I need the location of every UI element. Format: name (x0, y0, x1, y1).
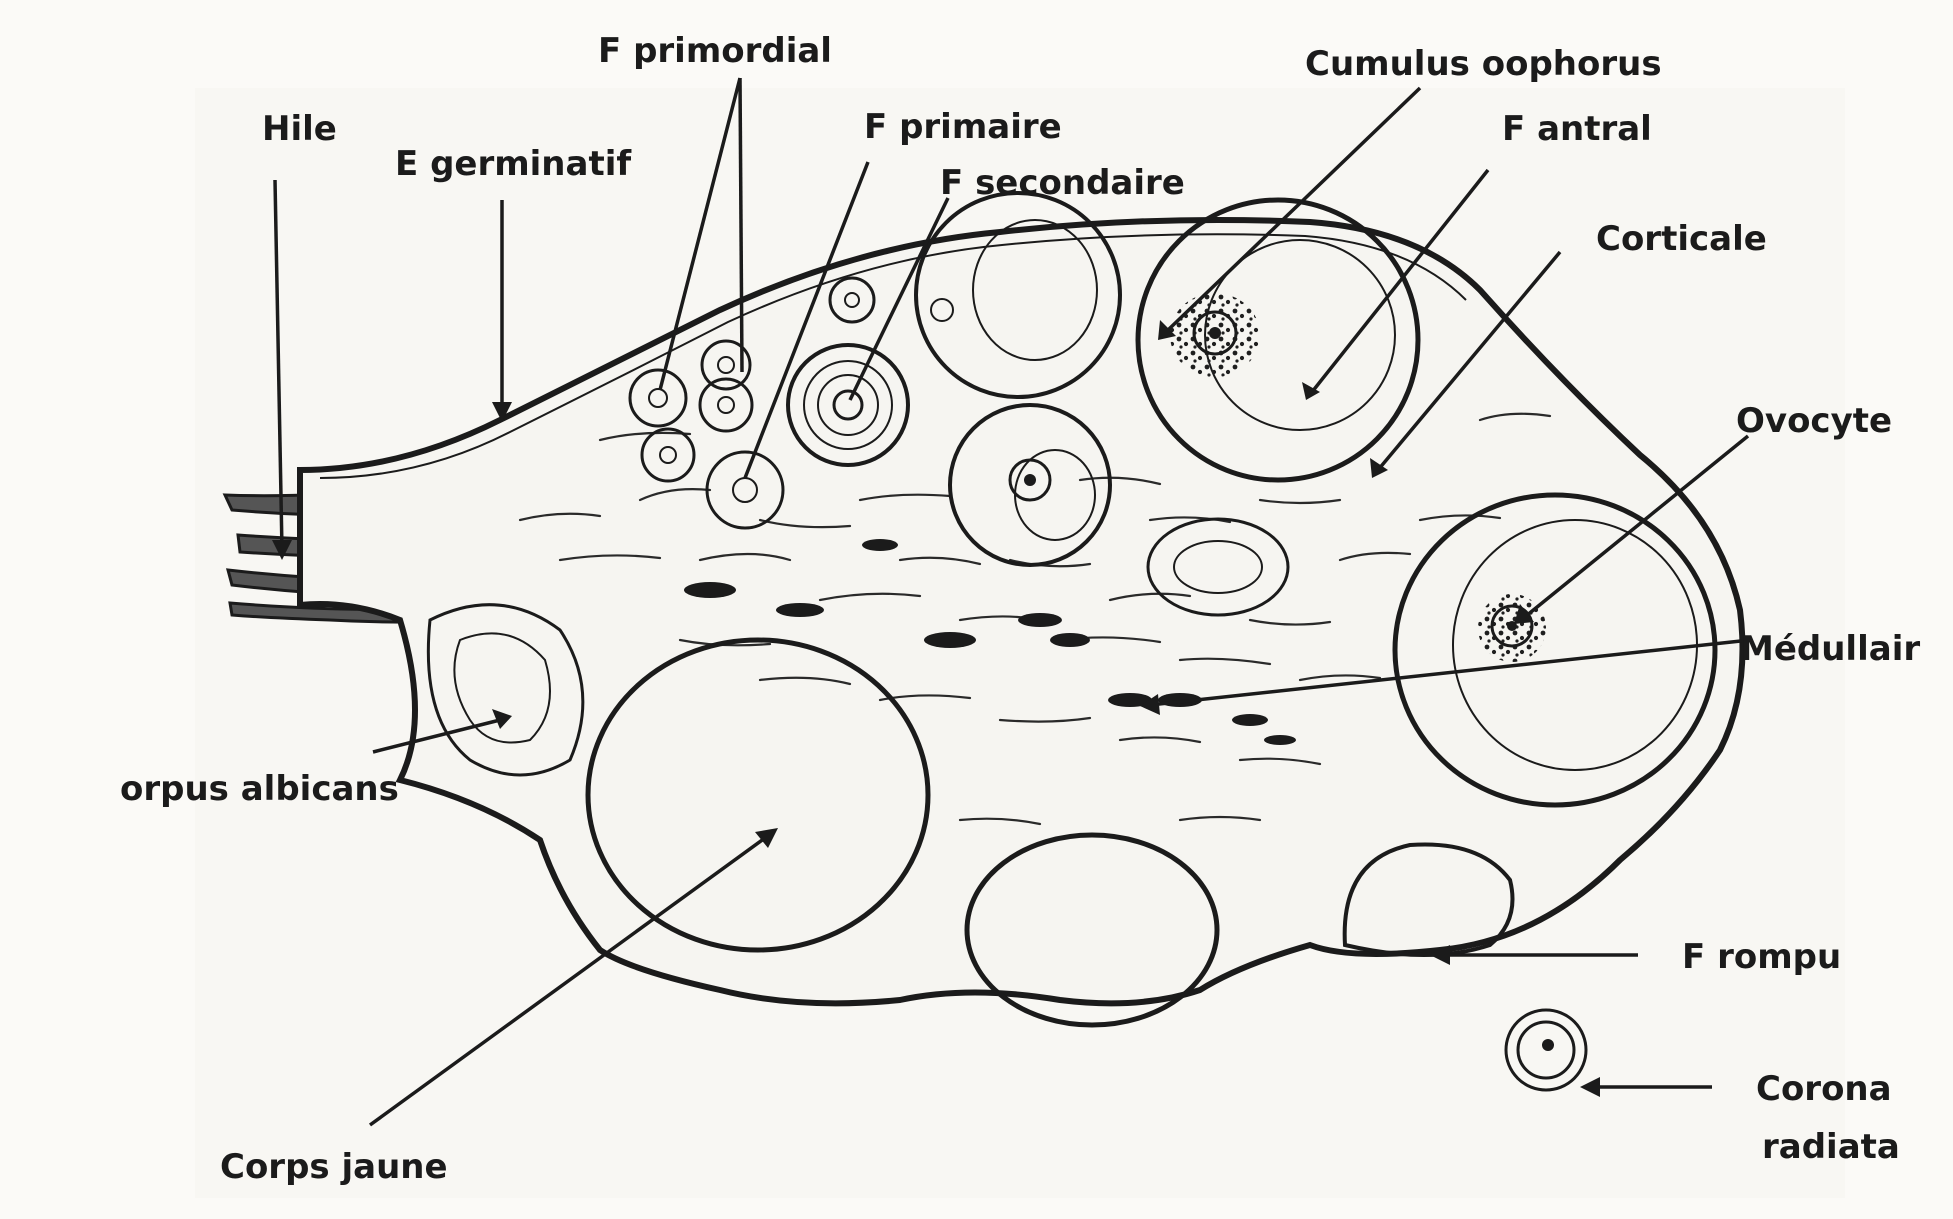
label-corps-jaune: Corps jaune (220, 1147, 448, 1187)
leader-f-secondaire (848, 197, 950, 401)
label-e-germinatif: E germinatif (395, 144, 632, 184)
growing-follicle (948, 403, 1112, 567)
leader-f-primordial-b (738, 77, 744, 373)
leader-f-primaire (743, 161, 870, 479)
leader-ovocyte (1524, 434, 1750, 618)
label-corpus-albicans: orpus albicans (120, 769, 399, 809)
label-cumulus-oophorus: Cumulus oophorus (1305, 44, 1662, 84)
label-ovocyte: Ovocyte (1736, 401, 1892, 441)
early-antral-follicle (914, 191, 1122, 399)
corpus-luteum (585, 637, 931, 953)
leader-lines (272, 77, 1751, 1127)
leader-medullaire (1149, 638, 1751, 707)
label-f-primordial: F primordial (598, 31, 832, 71)
corona-radiata (1504, 1008, 1588, 1092)
label-f-secondaire: F secondaire (940, 163, 1185, 203)
leader-corps-jaune (368, 836, 767, 1127)
label-f-rompu: F rompu (1682, 937, 1841, 977)
leader-corticale (1376, 250, 1562, 472)
leader-f-primordial-a (658, 77, 742, 391)
primordial-follicles (628, 276, 876, 483)
bottom-corpus (964, 832, 1220, 1028)
label-corona-radiata-1: Corona (1756, 1069, 1892, 1109)
leader-hile (273, 179, 284, 551)
germinal-epithelium-line (319, 233, 1467, 479)
atretic-follicle (1146, 517, 1290, 617)
label-corona-radiata-2: radiata (1762, 1127, 1900, 1167)
leader-cumulus (1166, 86, 1422, 332)
graafian-follicle (1392, 492, 1718, 808)
label-f-primaire: F primaire (864, 107, 1062, 147)
labels: Hile E germinatif F primordial F primair… (120, 31, 1920, 1187)
antral-follicle (1135, 197, 1421, 483)
corpus-albicans (426, 603, 585, 777)
ovary-outline (297, 216, 1746, 1007)
label-corticale: Corticale (1596, 219, 1767, 259)
leader-corpus-albicans (372, 718, 501, 754)
leader-f-antral (1310, 168, 1490, 394)
secondary-follicle (786, 343, 910, 467)
label-f-antral: F antral (1502, 109, 1652, 149)
label-hile: Hile (262, 109, 337, 149)
label-medullaire: Médullair (1740, 629, 1920, 669)
